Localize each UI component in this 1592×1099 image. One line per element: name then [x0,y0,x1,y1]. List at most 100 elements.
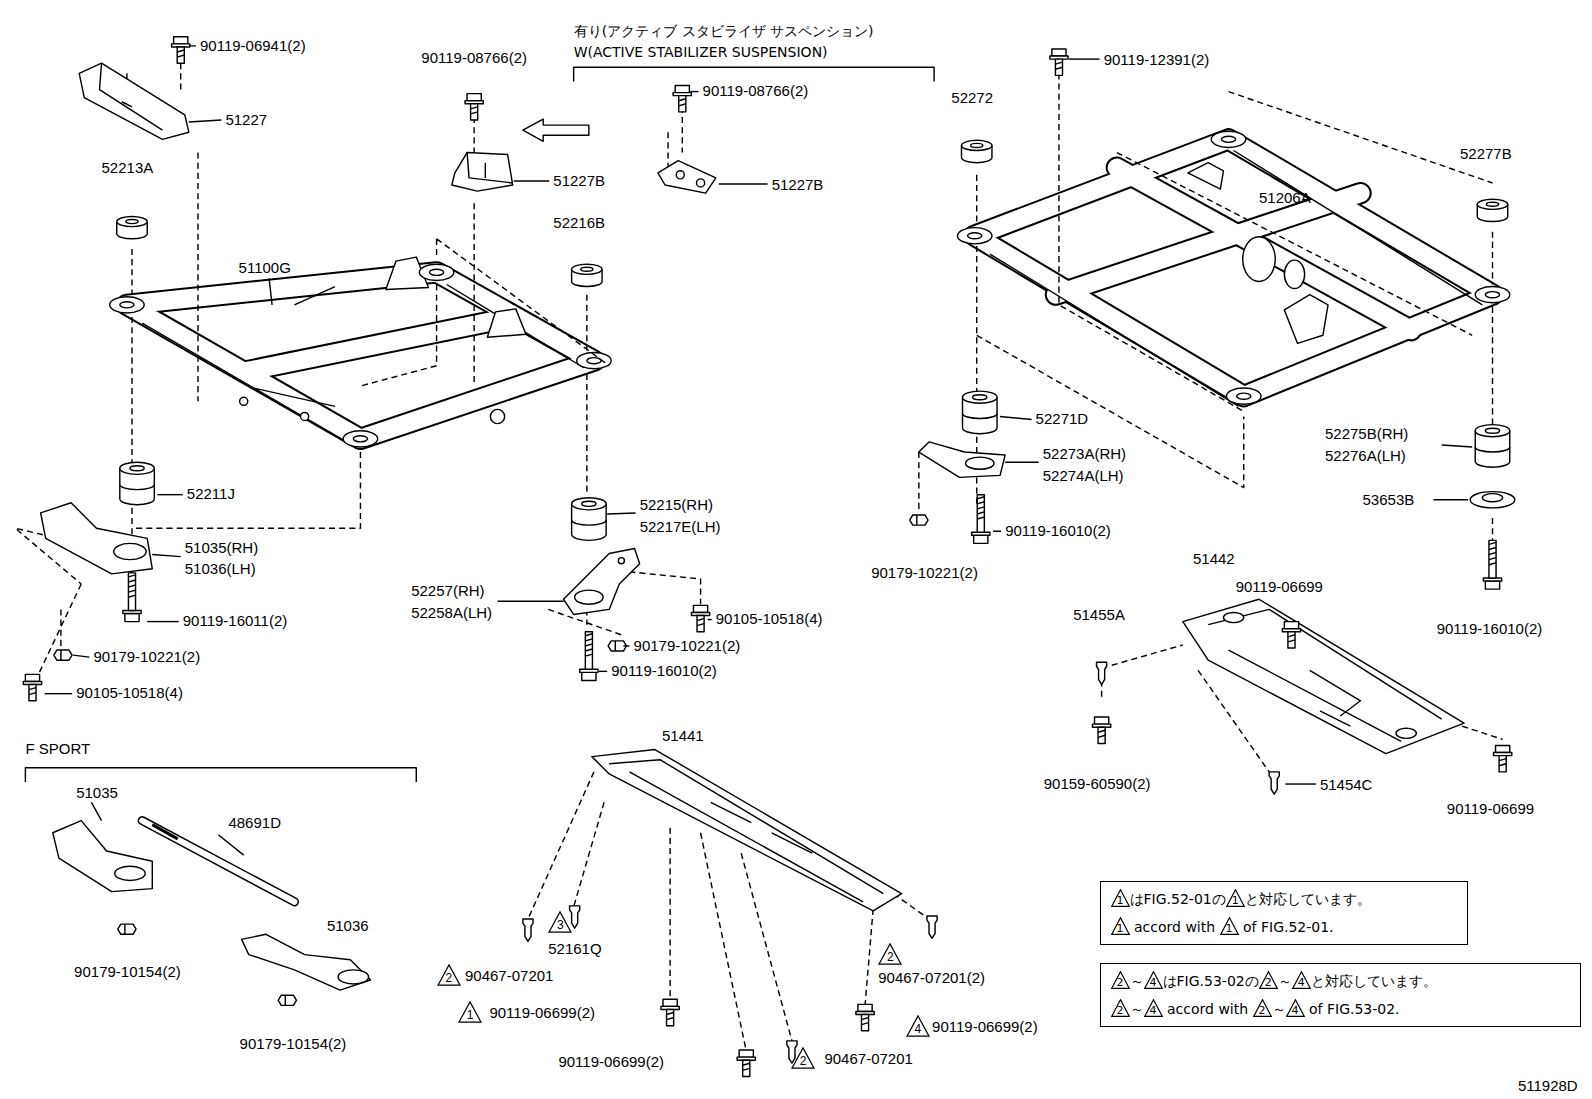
reference-triangle: 1 [458,1001,482,1023]
reference-triangle: 2 [791,1047,815,1069]
part-number: 48691D [228,814,281,832]
part-number: 90179-10221(2) [871,564,978,582]
rear-undercover [1183,599,1464,753]
part-number: 90119-06699(2) [932,1018,1038,1036]
triangle-symbol [1111,889,1130,907]
part-number: 53653B [1363,491,1415,509]
reference-triangle: 4 [1144,971,1163,989]
triangle-symbol [437,964,461,986]
part-number: 511928D [1518,1077,1578,1095]
part-number: 90159-60590(2) [1044,775,1151,793]
triangle-symbol [1253,999,1272,1017]
direction-arrow [523,119,589,141]
part-number: 52215(RH) [640,496,713,514]
note-text: 2～4 accord with 2～4 of FIG.53-02. [1111,995,1570,1023]
part-number: 90467-07201 [465,967,553,985]
front-undercover [592,750,902,911]
part-number: 52213A [102,159,154,177]
reference-triangle: 1 [1111,917,1130,935]
part-number: 90179-10154(2) [240,1035,347,1053]
part-number: 90179-10154(2) [74,963,181,981]
note-text: 1はFIG.52-01の1と対応しています。 [1111,885,1457,913]
triangle-symbol [1220,917,1239,935]
part-number: 52276A(LH) [1325,447,1406,465]
triangle-symbol [906,1015,930,1037]
part-number: 90105-10518(4) [76,684,183,702]
part-number: 51227B [553,172,605,190]
note-text: 2～4はFIG.53-02の2～4と対応しています。 [1111,967,1570,995]
triangle-symbol [1144,971,1163,989]
note-box: 2～4はFIG.53-02の2～4と対応しています。2～4 accord wit… [1100,963,1581,1027]
part-number: 52271D [1036,410,1089,428]
part-number: 90119-16010(2) [1437,620,1543,638]
part-number: 51454C [1320,776,1373,794]
part-number: 51206A [1259,189,1311,207]
part-number: 90119-16010(2) [1005,522,1111,540]
part-number: 90119-06941(2) [200,37,306,55]
part-number: 52258A(LH) [411,604,492,622]
part-number: 90119-16011(2) [183,612,288,630]
triangle-symbol [1111,999,1130,1017]
reference-triangle: 1 [1226,889,1245,907]
triangle-symbol [878,943,902,965]
reference-triangle: 2 [1111,971,1130,989]
triangle-symbol [1226,889,1245,907]
reference-triangle: 1 [1220,917,1239,935]
triangle-symbol [548,911,572,933]
triangle-symbol [1292,971,1311,989]
reference-triangle: 4 [1144,999,1163,1017]
variant-bracket [25,768,416,782]
part-number: 51036 [327,917,369,935]
part-number: 51441 [662,727,704,745]
reference-triangle: 4 [906,1015,930,1037]
reference-triangle: 2 [437,964,461,986]
reference-triangle: 2 [1111,999,1130,1017]
part-number: 51035 [76,784,118,802]
triangle-symbol [458,1001,482,1023]
reference-triangle: 2 [1259,971,1278,989]
part-number: 51227 [225,111,267,129]
note-text: 1 accord with 1 of FIG.52-01. [1111,913,1457,941]
part-number: 52274A(LH) [1043,467,1124,485]
part-number: 90119-08766(2) [703,82,809,100]
part-number: 90119-06699 [1236,578,1323,596]
reference-triangle: 2 [1253,999,1272,1017]
triangle-symbol [1144,999,1163,1017]
note-box: 1はFIG.52-01の1と対応しています。1 accord with 1 of… [1100,881,1468,945]
part-number: 90119-06699(2) [489,1004,595,1022]
part-number: 90105-10518(4) [716,610,823,628]
part-number: 52217E(LH) [640,518,721,536]
part-number: 90467-07201(2) [878,969,985,987]
part-number: 52277B [1460,145,1512,163]
front-subframe [110,257,612,447]
part-number: 90119-06699(2) [558,1053,664,1071]
reference-triangle: 3 [548,911,572,933]
part-number: F SPORT [25,740,90,758]
part-number: 52161Q [548,940,601,958]
reference-triangle: 1 [1111,889,1130,907]
part-number: 52216B [553,214,605,232]
part-number: 52211J [187,485,235,503]
part-number: 52275B(RH) [1325,425,1408,443]
triangle-symbol [1259,971,1278,989]
part-number: 90119-06699 [1447,800,1534,818]
triangle-symbol [1286,999,1305,1017]
part-number: 51036(LH) [185,560,256,578]
part-number: 51035(RH) [185,539,258,557]
mount-bracket [79,63,189,139]
part-number: 51455A [1073,606,1125,624]
part-number: 90179-10221(2) [634,637,741,655]
part-number: 52257(RH) [411,582,484,600]
variant-bracket [574,67,934,81]
part-number: 51227B [772,176,824,194]
part-number: 51100G [239,259,291,277]
reference-triangle: 4 [1286,999,1305,1017]
rear-subframe [957,131,1509,406]
variant-note: 有り(アクティブ スタビライザ サスペンション) [574,22,874,40]
assembly-lines [15,63,1502,1051]
triangle-symbol [791,1047,815,1069]
part-number: 52273A(RH) [1043,445,1126,463]
reference-triangle: 4 [1292,971,1311,989]
part-number: 90119-08766(2) [421,49,527,67]
